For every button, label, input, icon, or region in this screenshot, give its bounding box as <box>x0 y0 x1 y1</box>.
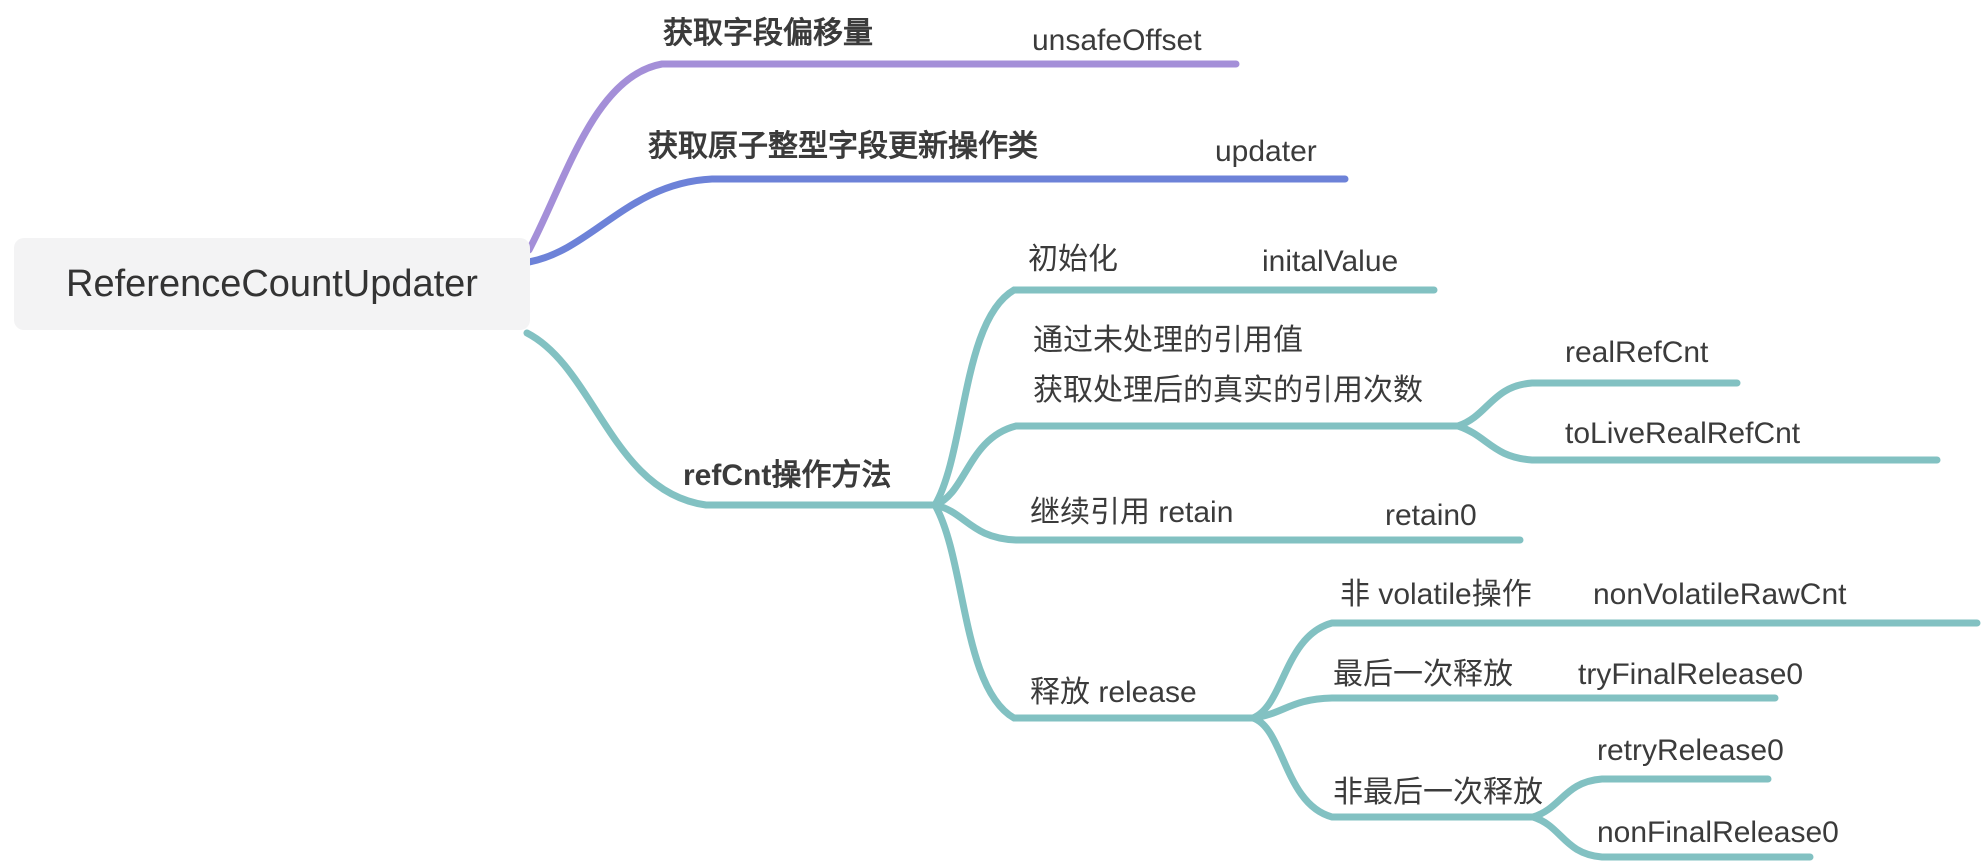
topic-real-refcnt-line2[interactable]: 获取处理后的真实的引用次数 <box>1033 374 1423 407</box>
branch-line-real-refcnt-parent <box>931 422 1462 509</box>
topic-refcnt-methods[interactable]: refCnt操作方法 <box>683 459 892 492</box>
branch-line-unsafe-offset <box>525 60 1240 254</box>
topic-release[interactable]: 释放 release <box>1030 676 1197 709</box>
topic-nonvolatile-op[interactable]: 非 volatile操作 <box>1340 578 1532 611</box>
branch-line-tryfinalrelease <box>1249 694 1779 722</box>
branch-line-toliverealrefcnt <box>1454 422 1941 464</box>
branch-line-refcnt <box>523 329 939 509</box>
branch-line-realrefcnt <box>1454 379 1741 430</box>
method-tolive-real-refcnt[interactable]: toLiveRealRefCnt <box>1565 417 1801 450</box>
root-topic[interactable]: ReferenceCountUpdater <box>14 238 530 330</box>
method-nonfinal-release0[interactable]: nonFinalRelease0 <box>1597 816 1839 849</box>
branch-line-nonfinal-parent <box>1249 714 1537 821</box>
branch-line-nonvolatile <box>1249 619 1981 722</box>
topic-last-release[interactable]: 最后一次释放 <box>1333 658 1513 691</box>
method-retry-release0[interactable]: retryRelease0 <box>1597 734 1784 767</box>
topic-real-refcnt-line1[interactable]: 通过未处理的引用值 <box>1033 324 1303 357</box>
method-retain0[interactable]: retain0 <box>1385 499 1477 532</box>
method-real-refcnt[interactable]: realRefCnt <box>1565 336 1709 369</box>
topic-get-atomic-updater[interactable]: 获取原子整型字段更新操作类 <box>648 130 1038 163</box>
branch-line-init <box>931 286 1438 509</box>
method-inital-value[interactable]: initalValue <box>1262 245 1399 278</box>
topic-nonlast-release[interactable]: 非最后一次释放 <box>1333 776 1543 809</box>
method-updater[interactable]: updater <box>1215 135 1317 168</box>
branch-line-retain <box>931 501 1524 544</box>
topic-get-field-offset[interactable]: 获取字段偏移量 <box>663 17 873 50</box>
method-tryfinal-release0[interactable]: tryFinalRelease0 <box>1578 658 1804 691</box>
method-nonvolatile-rawcnt[interactable]: nonVolatileRawCnt <box>1593 578 1847 611</box>
branch-line-updater <box>525 175 1349 266</box>
branch-line-nonfinalrelease <box>1529 813 1814 861</box>
branch-line-release <box>931 501 1257 722</box>
branch-line-retryrelease <box>1529 775 1772 821</box>
method-unsafe-offset[interactable]: unsafeOffset <box>1032 24 1202 57</box>
topic-retain[interactable]: 继续引用 retain <box>1030 496 1234 529</box>
topic-init[interactable]: 初始化 <box>1028 243 1118 276</box>
